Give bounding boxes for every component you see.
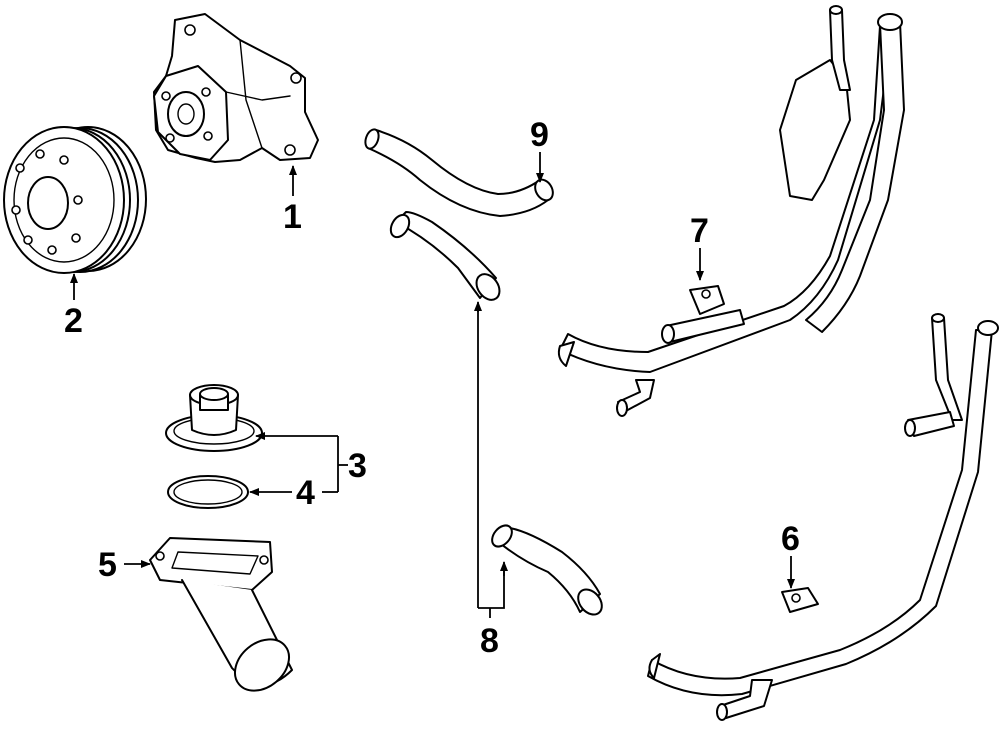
callout-6: 6 <box>781 520 800 558</box>
callout-3: 3 <box>348 447 367 485</box>
callout-4: 4 <box>296 474 315 512</box>
callouts: 1 2 3 4 5 6 7 8 9 <box>64 116 800 660</box>
callout-2: 2 <box>64 302 83 340</box>
lower-hose-lower-section <box>491 524 603 616</box>
pulley <box>3 126 147 274</box>
thermostat <box>165 384 263 452</box>
callout-9: 9 <box>530 116 549 154</box>
callout-7: 7 <box>690 212 709 250</box>
bypass-pipe-upper <box>557 5 905 417</box>
callout-5: 5 <box>98 546 117 584</box>
water-pump <box>153 13 319 163</box>
bypass-pipe-lower <box>647 313 999 721</box>
water-outlet <box>149 537 293 692</box>
callout-1: 1 <box>283 198 302 236</box>
callout-8: 8 <box>480 622 499 660</box>
gasket <box>167 475 249 509</box>
upper-hose <box>364 128 554 217</box>
lower-hose-upper-section <box>389 211 501 301</box>
leader-lines <box>70 152 795 618</box>
